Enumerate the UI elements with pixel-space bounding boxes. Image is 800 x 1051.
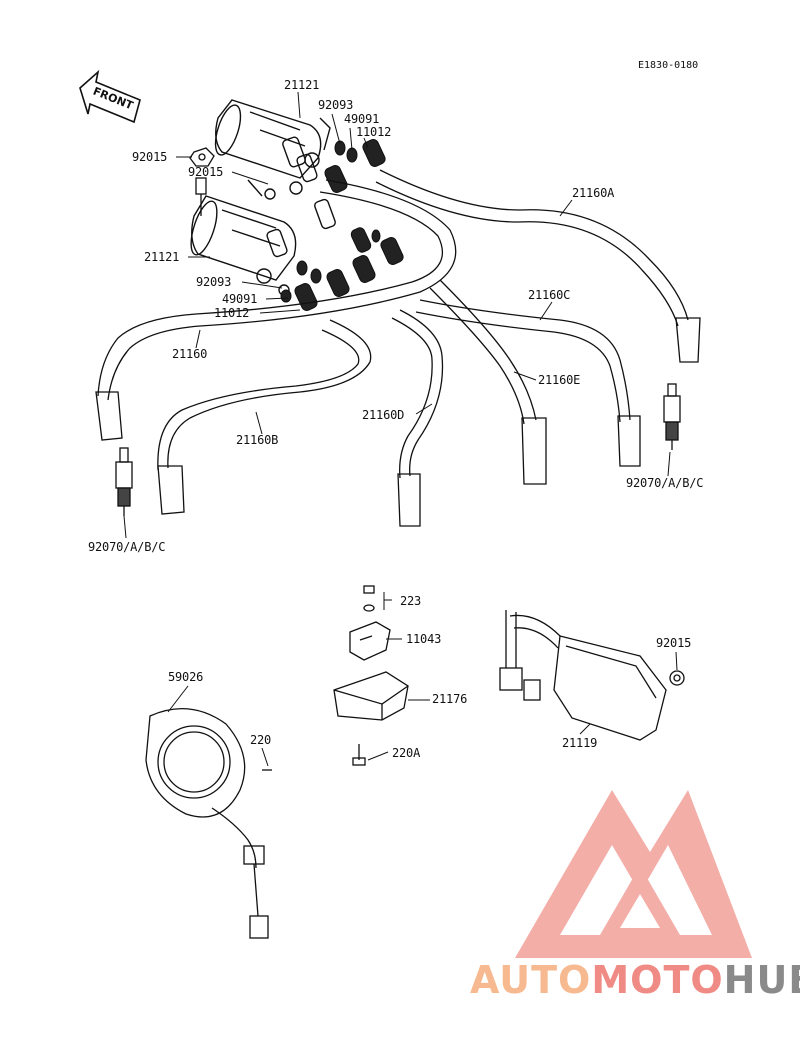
label-plug-right: 92070/A/B/C (626, 476, 704, 490)
spark-plug-right-icon (663, 383, 681, 450)
watermark-hub: HUB (723, 958, 800, 1002)
label-lead-e: 21160E (538, 373, 581, 387)
leader-lines (123, 91, 678, 767)
ignition-coil-upper-icon (214, 99, 331, 195)
igniter-assembly-icon (333, 585, 409, 766)
watermark-brand: AUTOMOTOHUB (470, 958, 800, 1002)
watermark-logo-icon (515, 790, 752, 958)
label-regulator: 21119 (562, 736, 598, 750)
label-cap-lower: 92093 (196, 275, 232, 289)
label-seal-lower: 49091 (222, 292, 258, 306)
reference-code: E1830-0180 (638, 60, 699, 71)
front-arrow-icon (79, 69, 141, 124)
pickup-coil-icon (145, 707, 272, 939)
label-pickup: 59026 (168, 670, 204, 684)
spark-plug-left-icon (115, 447, 133, 516)
label-boot-upper: 11012 (356, 125, 392, 139)
spark-plug-leads-icon (95, 169, 701, 527)
label-seal-upper: 49091 (344, 112, 380, 126)
label-lead-a: 21160A (572, 186, 615, 200)
nut-icon (189, 147, 685, 686)
regulator-rectifier-icon (499, 610, 667, 741)
label-lead-main: 21160 (172, 347, 208, 361)
label-cap-upper: 92093 (318, 98, 354, 112)
label-lead-b: 21160B (236, 433, 279, 447)
label-screw-220: 220 (250, 733, 272, 747)
label-coil-upper: 21121 (284, 78, 320, 92)
label-nut-1: 92015 (132, 150, 168, 164)
label-nut-3: 92015 (656, 636, 692, 650)
label-igniter: 21176 (432, 692, 468, 706)
watermark-auto: AUTO (470, 958, 592, 1002)
plug-boots-icon (280, 138, 404, 312)
label-bracket: 11043 (406, 632, 442, 646)
label-screw-220a: 220A (392, 746, 421, 760)
label-lead-c: 21160C (528, 288, 571, 302)
label-boot-lower: 11012 (214, 306, 250, 320)
watermark-moto: MOTO (591, 958, 724, 1002)
label-screw-223: 223 (400, 594, 422, 608)
label-plug-left: 92070/A/B/C (88, 540, 166, 554)
label-coil-lower: 21121 (144, 250, 180, 264)
label-lead-d: 21160D (362, 408, 405, 422)
ignition-coil-lower-icon (190, 179, 336, 296)
label-nut-2: 92015 (188, 165, 224, 179)
